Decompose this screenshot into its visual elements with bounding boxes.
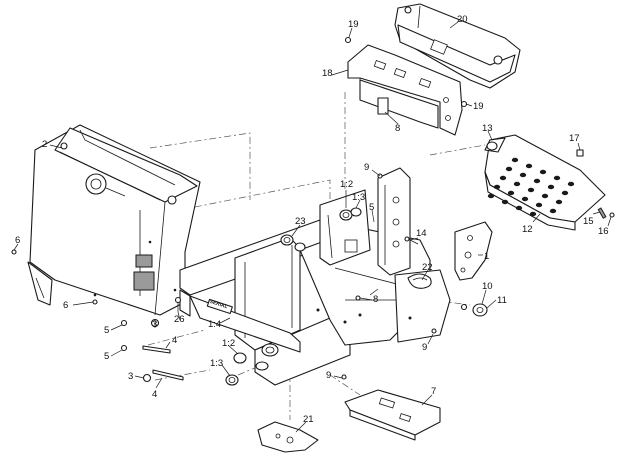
callout-17: 17 (569, 133, 580, 144)
callout-14: 14 (416, 228, 427, 239)
footplate-hole (549, 208, 557, 214)
callout-1-3b: 1:3 (210, 358, 223, 369)
callout-6a: 6 (15, 235, 20, 246)
footplate-hole (561, 190, 569, 196)
footplate-hole (553, 175, 561, 181)
footplate-hole (499, 175, 507, 181)
callout-18: 18 (322, 68, 333, 79)
footplate-hole (487, 193, 495, 199)
footplate-hole (567, 181, 575, 187)
callout-3b: 3 (128, 371, 133, 382)
footplate-hole (533, 178, 541, 184)
footplate-hole (547, 184, 555, 190)
seat-bracket (347, 44, 463, 136)
callout-2: 2 (42, 139, 47, 150)
callout-1-4: 1:4 (208, 319, 221, 330)
right-side-plate (454, 221, 493, 281)
callout-10: 10 (482, 281, 493, 292)
callout-9a: 9 (364, 162, 369, 173)
footplate-hole (541, 193, 549, 199)
right-bushing (460, 303, 488, 317)
callout-3a: 3 (152, 319, 157, 330)
callout-1-3a: 1:3 (352, 192, 365, 203)
callout-1: 1 (484, 251, 489, 262)
left-fasteners (11, 249, 184, 383)
footplate-hole (519, 172, 527, 178)
callout-8b: 8 (373, 294, 378, 305)
brand-logo-emblem (85, 173, 107, 195)
lower-plate (344, 389, 441, 441)
callout-5c: 5 (369, 202, 374, 213)
footplate-holes (487, 157, 575, 217)
seat-fasteners (344, 36, 468, 108)
callout-26: 26 (174, 314, 185, 325)
footplate-hole (507, 190, 515, 196)
callout-22: 22 (422, 262, 433, 273)
callout-5b: 5 (104, 351, 109, 362)
callout-5a: 5 (104, 325, 109, 336)
footplate (484, 134, 606, 231)
callout-labels: 2 6 6 5 5 3 4 3 4 26 1:4 1:2 1:3 23 1:2 … (15, 14, 609, 425)
footplate-hardware (576, 149, 615, 219)
footplate-hole (505, 166, 513, 172)
callout-21: 21 (303, 414, 314, 425)
footplate-hole (501, 199, 509, 205)
footplate-hole (527, 187, 535, 193)
lower-bracket (257, 421, 319, 453)
footplate-hole (511, 157, 519, 163)
callout-4b: 4 (152, 389, 157, 400)
footplate-hole (535, 202, 543, 208)
callout-8a: 8 (395, 123, 400, 134)
callout-23: 23 (295, 216, 306, 227)
serial-decal (135, 254, 153, 268)
footplate-hole (513, 181, 521, 187)
callout-6b: 6 (63, 300, 68, 311)
misc-bolts (174, 173, 437, 380)
callout-20: 20 (457, 14, 468, 25)
leader-lines (13, 21, 612, 433)
footplate-hole (515, 205, 523, 211)
frame-decal-text: SERIAL (209, 299, 228, 310)
footplate-hole (525, 163, 533, 169)
callout-4a: 4 (172, 335, 177, 346)
callout-1-2a: 1:2 (340, 179, 353, 190)
bushings-23 (280, 234, 306, 252)
callout-7: 7 (431, 386, 436, 397)
footplate-hole (539, 169, 547, 175)
callout-15: 15 (583, 216, 594, 227)
callout-12: 12 (522, 224, 533, 235)
control-panel (27, 124, 201, 316)
seat-pan (394, 3, 521, 89)
spring-clip (407, 273, 432, 289)
frame-label-plate (206, 298, 233, 315)
callout-9c: 9 (326, 370, 331, 381)
main-frame: SERIAL (179, 167, 451, 386)
footplate-hole (529, 211, 537, 217)
callout-1-2b: 1:2 (222, 338, 235, 349)
callout-11: 11 (497, 295, 507, 306)
callout-13: 13 (482, 123, 493, 134)
footplate-hole (493, 184, 501, 190)
callout-19a: 19 (348, 19, 359, 30)
frame-bushings (225, 207, 362, 386)
footplate-hole (521, 196, 529, 202)
callout-9b: 9 (422, 342, 427, 353)
callout-19b: 19 (473, 101, 484, 112)
callout-16: 16 (598, 226, 609, 237)
footplate-hole (555, 199, 563, 205)
